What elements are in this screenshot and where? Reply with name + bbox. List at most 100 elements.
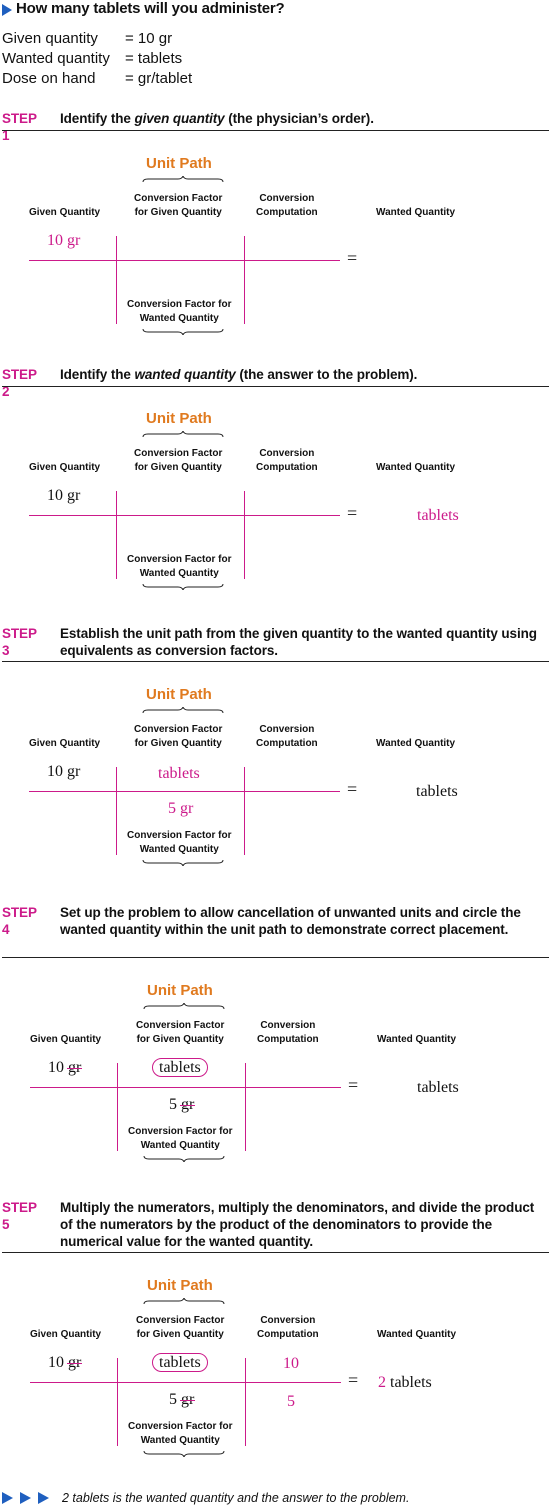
step-number: STEP 4 (2, 905, 37, 937)
step-number: STEP 2 (2, 367, 37, 399)
answer-value: tablets (417, 1079, 459, 1096)
cf-numerator: tablets (152, 1058, 208, 1077)
answer-value: tablets (417, 507, 459, 524)
given-quantity-label: Given Quantity (29, 462, 101, 473)
circled-wanted-unit: tablets (152, 1058, 208, 1077)
answer-value: 2 tablets (378, 1374, 432, 1392)
divider-line (117, 1063, 118, 1151)
brace-bottom-icon (143, 1155, 225, 1162)
given-value: 10 gr (48, 1059, 82, 1076)
step-divider (2, 130, 549, 131)
cancelled-unit: gr (68, 1354, 82, 1371)
step-number: STEP 1 (2, 111, 37, 143)
equals-sign: = (347, 503, 358, 523)
brace-bottom-icon (142, 583, 224, 590)
unit-path-title: Unit Path (147, 1277, 213, 1294)
given-value: 10 gr (48, 1354, 82, 1371)
unit-path-title: Unit Path (146, 686, 212, 703)
play-arrow-icon (2, 1492, 13, 1504)
answer-value: tablets (416, 783, 458, 800)
step-text: Set up the problem to allow cancellation… (60, 905, 521, 937)
cf-numerator: tablets (152, 1353, 208, 1372)
step-divider (2, 661, 549, 662)
play-arrow-icon (20, 1492, 31, 1504)
fraction-line (29, 791, 340, 792)
divider-line (117, 1358, 118, 1446)
unit-path-title: Unit Path (146, 410, 212, 427)
cf-denominator: 5 gr (168, 800, 194, 817)
given-value: 10 gr (47, 487, 81, 504)
step-text: Establish the unit path from the given q… (60, 626, 537, 658)
step-divider (2, 386, 549, 387)
given-quantity-label: Given Quantity (29, 738, 101, 749)
step-text: Multiply the numerators, multiply the de… (60, 1200, 535, 1249)
final-answer: 2 tablets is the wanted quantity and the… (0, 1488, 550, 1508)
play-arrow-icon (2, 4, 12, 16)
given-value: 10 gr (47, 232, 81, 249)
brace-top-icon (143, 1298, 225, 1305)
cancelled-unit: gr (181, 1096, 195, 1113)
wanted-quantity-label: Wanted Quantity (377, 1034, 457, 1045)
unit-path-title: Unit Path (146, 155, 212, 172)
step-divider (2, 1252, 549, 1253)
step-text: Identify the given quantity (the physici… (60, 111, 374, 126)
wanted-quantity-label: Wanted Quantity (376, 207, 456, 218)
step-number: STEP 5 (2, 1200, 37, 1232)
divider-line (244, 236, 245, 324)
divider-line (244, 767, 245, 855)
equals-sign: = (348, 1370, 359, 1390)
cf-numerator: tablets (158, 765, 200, 782)
given-value: 10 gr (47, 763, 81, 780)
brace-top-icon (142, 707, 224, 714)
cancelled-unit: gr (181, 1391, 195, 1408)
computation-numerator: 10 (283, 1355, 299, 1372)
final-answer-text: 2 tablets is the wanted quantity and the… (62, 1491, 410, 1505)
divider-line (116, 767, 117, 855)
brace-top-icon (142, 176, 224, 183)
given-quantity-label: Given Quantity (29, 207, 101, 218)
divider-line (244, 491, 245, 579)
fraction-line (30, 1382, 341, 1383)
wanted-quantity-label: Wanted Quantity (376, 738, 456, 749)
divider-line (116, 491, 117, 579)
step-divider (2, 957, 549, 958)
given-quantity-label: Given Quantity (30, 1329, 102, 1340)
equals-sign: = (347, 248, 358, 268)
divider-line (245, 1358, 246, 1446)
cf-denominator: 5 gr (169, 1391, 195, 1408)
answer-number: 2 (378, 1374, 386, 1391)
play-arrow-icon (38, 1492, 49, 1504)
brace-bottom-icon (143, 1450, 225, 1457)
divider-line (245, 1063, 246, 1151)
cancelled-unit: gr (68, 1059, 82, 1076)
step-text: Identify the wanted quantity (the answer… (60, 367, 418, 382)
question-title: How many tablets will you administer? (16, 0, 285, 17)
answer-unit: tablets (390, 1374, 432, 1391)
equals-sign: = (348, 1075, 359, 1095)
unit-path-title: Unit Path (147, 982, 213, 999)
equals-sign: = (347, 779, 358, 799)
brace-top-icon (142, 431, 224, 438)
brace-bottom-icon (142, 328, 224, 335)
divider-line (116, 236, 117, 324)
brace-bottom-icon (142, 859, 224, 866)
computation-denominator: 5 (287, 1393, 295, 1410)
